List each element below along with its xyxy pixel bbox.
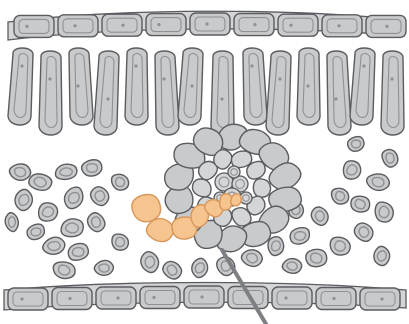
nucleus: [380, 297, 383, 300]
spongy-cell: [331, 188, 348, 204]
spongy-cell: [192, 258, 208, 277]
palisade-cell: [125, 48, 148, 125]
epidermal-cell: [190, 13, 230, 35]
nucleus: [20, 297, 23, 300]
nucleus: [390, 77, 393, 80]
upper-epidermis: [8, 11, 406, 40]
spongy-cell: [39, 203, 58, 221]
spongy-cell: [374, 246, 390, 265]
epidermal-cell: [146, 14, 186, 36]
spongy-cell: [306, 249, 327, 266]
nucleus: [48, 77, 51, 80]
spongy-cell: [29, 174, 52, 190]
nucleus: [190, 84, 193, 87]
nucleus: [116, 296, 119, 299]
spongy-cell: [290, 228, 309, 244]
epidermal-cell: [96, 287, 136, 309]
spongy-cell: [55, 164, 76, 179]
xylem-vessel: [228, 166, 240, 178]
phloem-cell: [192, 179, 211, 197]
palisade-cell: [155, 51, 179, 135]
nucleus: [253, 23, 256, 26]
epidermal-cell: [360, 288, 400, 310]
phloem-cell: [253, 179, 270, 197]
nucleus: [337, 24, 340, 27]
nucleus: [68, 297, 71, 300]
spongy-cell: [53, 262, 75, 279]
nucleus: [334, 97, 337, 100]
nucleus: [152, 296, 155, 299]
nucleus: [134, 64, 137, 67]
epidermal-cell: [316, 288, 356, 310]
palisade-cell: [381, 51, 404, 135]
epidermal-cell: [14, 15, 54, 37]
nucleus: [200, 295, 203, 298]
spongy-cell: [82, 160, 102, 176]
epidermal-cell: [58, 15, 98, 37]
nucleus: [73, 24, 76, 27]
nucleus: [25, 25, 28, 28]
nucleus: [278, 77, 281, 80]
nucleus: [385, 25, 388, 28]
epidermal-cell: [52, 288, 92, 310]
spongy-cell: [351, 196, 370, 212]
spongy-cell: [268, 237, 284, 256]
nucleus: [306, 84, 309, 87]
highlighted-cell: [132, 194, 161, 221]
epidermal-cell: [184, 286, 224, 308]
palisade-cell: [69, 48, 93, 125]
spongy-cell: [15, 189, 32, 210]
spongy-cell: [112, 234, 128, 250]
nucleus: [205, 22, 208, 25]
nucleus: [157, 23, 160, 26]
spongy-cell: [330, 237, 350, 255]
spongy-cell: [61, 219, 83, 237]
palisade-cell: [327, 51, 351, 135]
palisade-cell: [39, 51, 62, 135]
palisade-cell: [211, 51, 234, 135]
nucleus: [162, 77, 165, 80]
epidermal-cell: [278, 14, 318, 36]
nucleus: [76, 84, 79, 87]
spongy-cell: [375, 202, 393, 222]
spongy-cell: [9, 164, 30, 180]
nucleus: [250, 64, 253, 67]
nucleus: [20, 64, 23, 67]
epidermal-cell: [322, 15, 362, 37]
epidermal-cell: [272, 287, 312, 309]
spongy-cell: [282, 259, 301, 274]
spongy-cell: [348, 137, 364, 152]
highlighted-cell: [231, 194, 242, 206]
nucleus: [121, 24, 124, 27]
spongy-cell: [343, 161, 360, 179]
nucleus: [362, 64, 365, 67]
lower-epidermis: [4, 283, 406, 311]
epidermal-cell: [8, 288, 48, 310]
spongy-cell: [68, 243, 88, 260]
nucleus: [289, 24, 292, 27]
nucleus: [284, 296, 287, 299]
spongy-cell: [112, 174, 129, 190]
nucleus: [106, 97, 109, 100]
nucleus: [220, 97, 223, 100]
epidermal-cell: [140, 287, 180, 309]
nucleus: [332, 297, 335, 300]
palisade-cell: [243, 48, 267, 125]
